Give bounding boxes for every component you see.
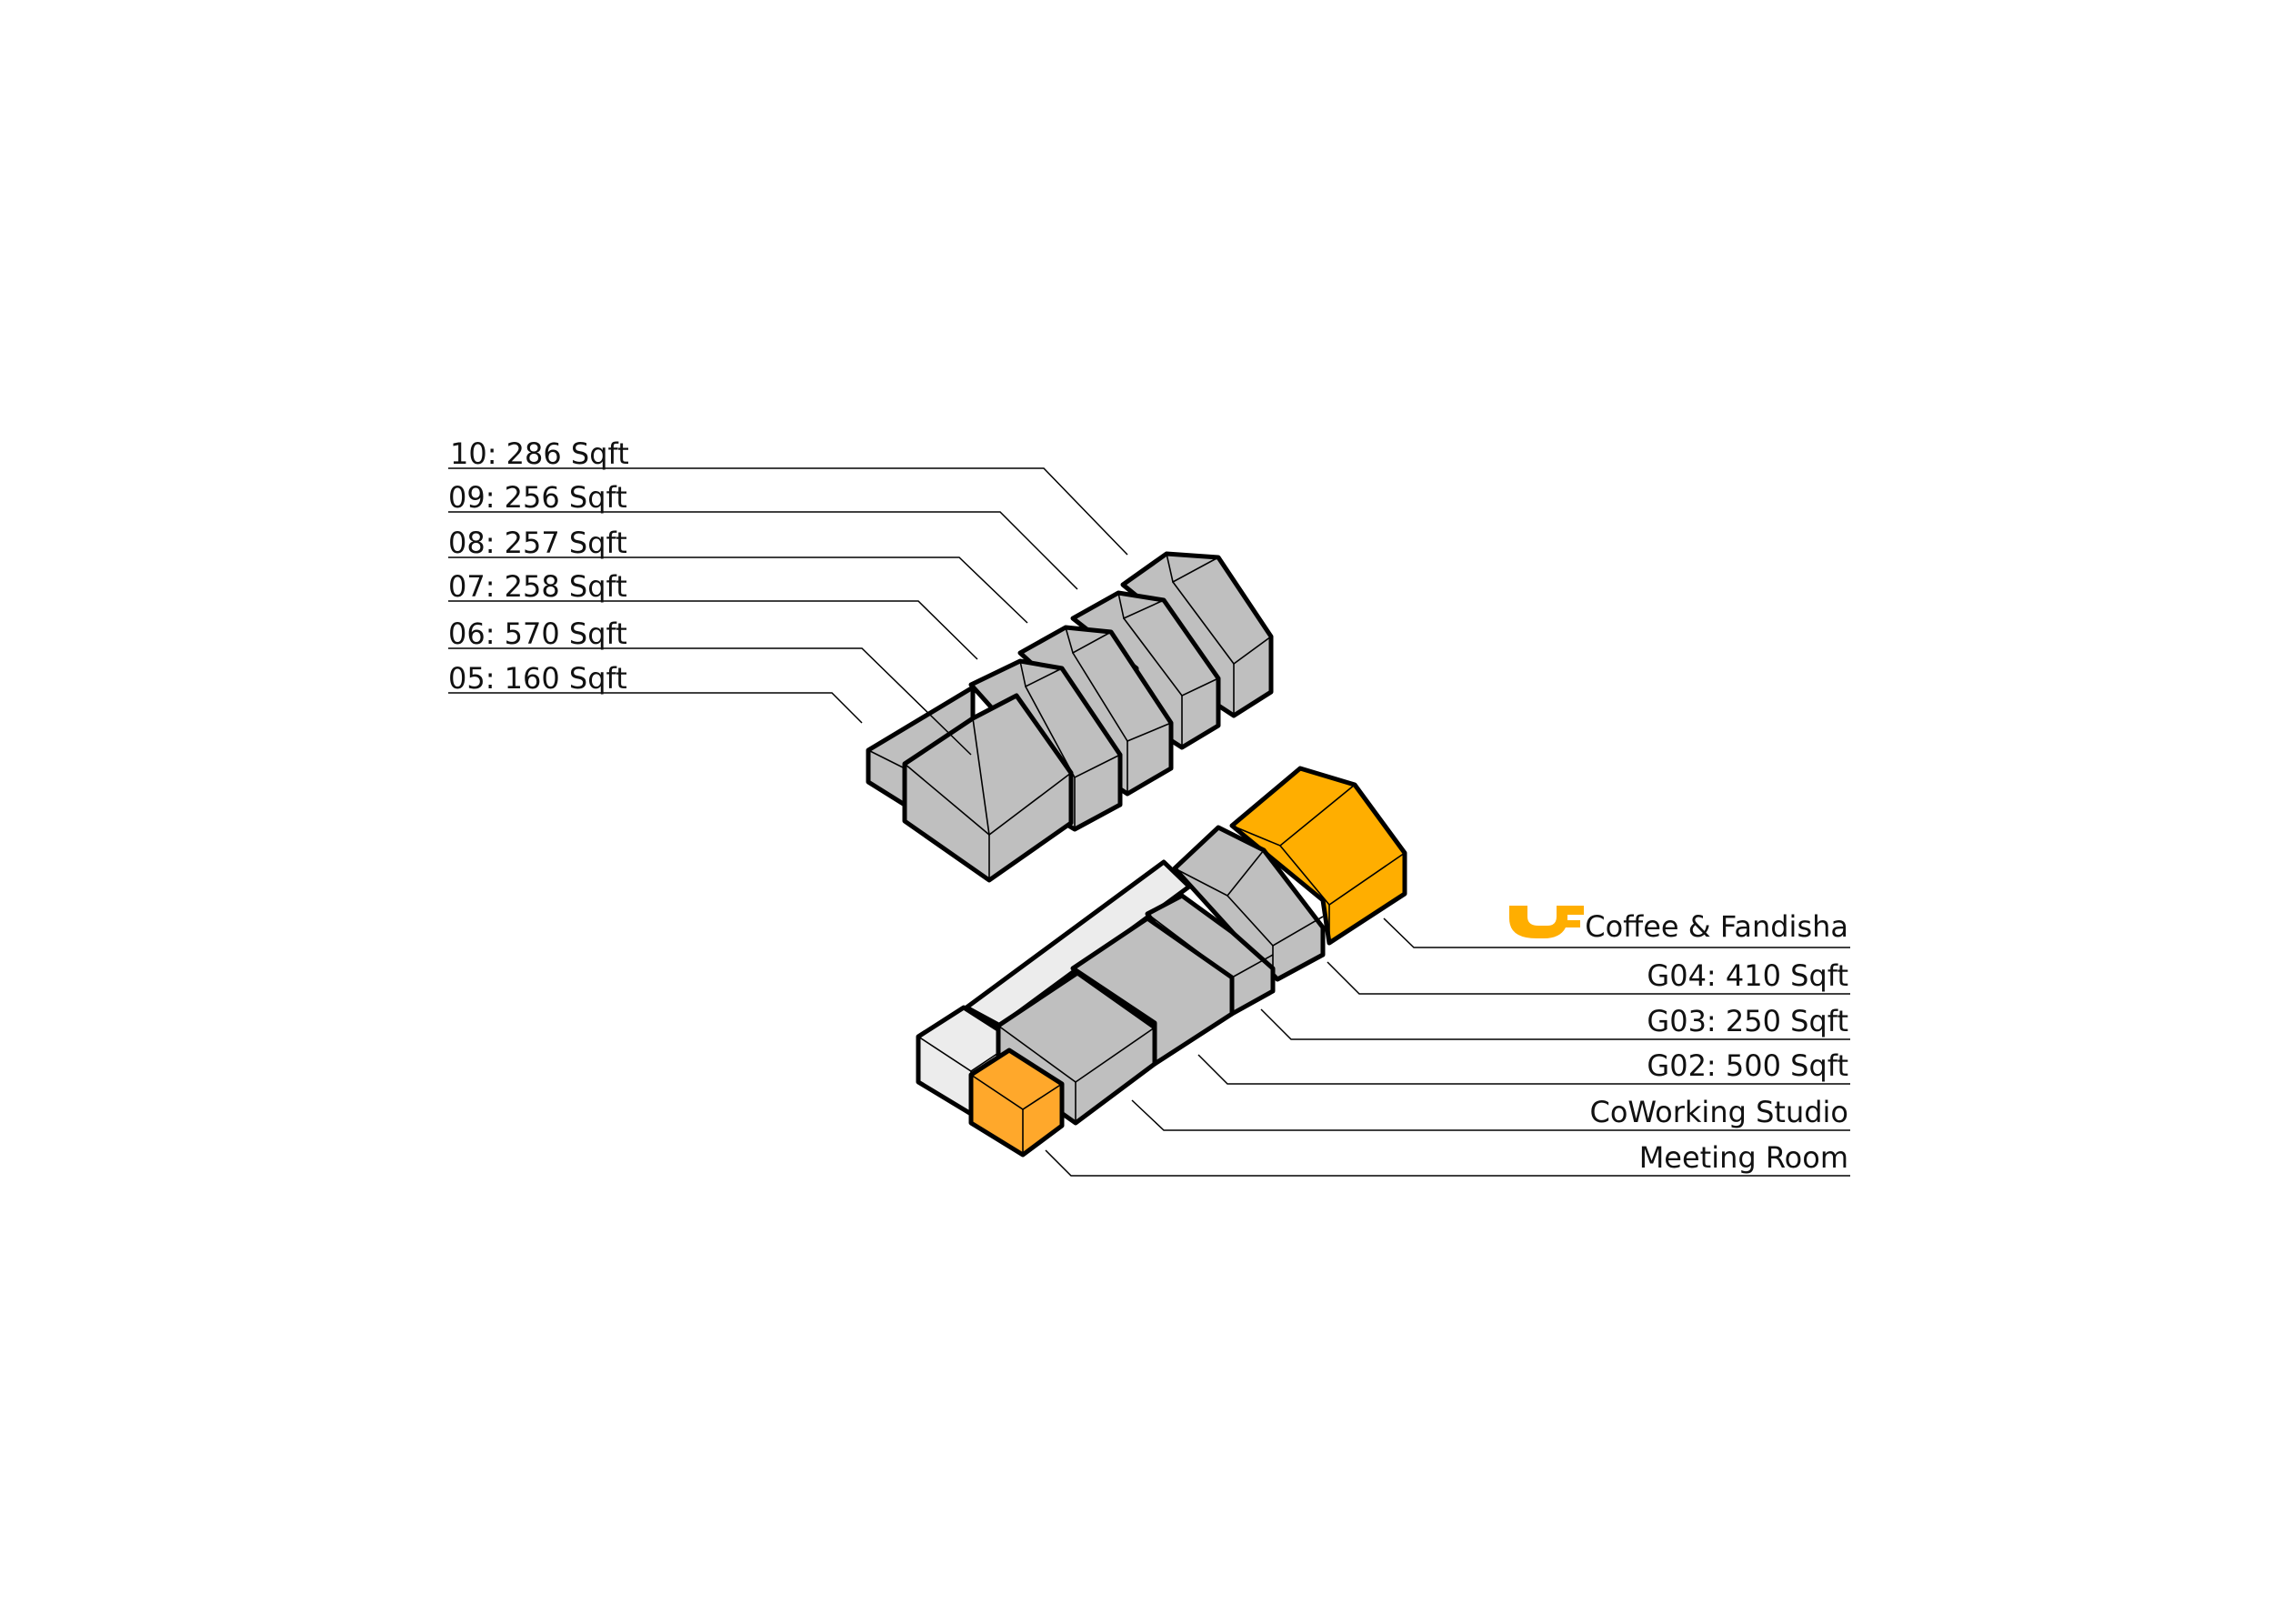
- label-meeting-room: Meeting Room: [1639, 1140, 1848, 1175]
- leader-g04: [1327, 961, 1850, 995]
- label-unit-06: 06: 570 Sqft: [448, 617, 627, 651]
- label-coworking-studio: CoWorking Studio: [1589, 1095, 1848, 1129]
- label-unit-09: 09: 256 Sqft: [448, 480, 627, 515]
- leader-05: [448, 692, 863, 724]
- coffee-fandisha-logo-icon: [1509, 906, 1584, 938]
- label-g04: G04: 410 Sqft: [1647, 958, 1848, 993]
- leader-coffee: [1383, 917, 1850, 948]
- label-unit-10: 10: 286 Sqft: [450, 436, 629, 471]
- lower-leader-lines: [1045, 917, 1850, 1177]
- leader-07: [448, 600, 978, 660]
- upper-labels: 10: 286 Sqft 09: 256 Sqft 08: 257 Sqft 0…: [448, 436, 629, 696]
- label-g02: G02: 500 Sqft: [1647, 1048, 1848, 1083]
- meeting-room-volume: [968, 1048, 1065, 1158]
- label-unit-08: 08: 257 Sqft: [448, 526, 627, 560]
- upper-block-row: [866, 551, 1274, 883]
- leader-coworking: [1131, 1099, 1850, 1131]
- label-g03: G03: 250 Sqft: [1647, 1004, 1848, 1038]
- coffee-fandisha-volume: [1229, 766, 1407, 946]
- label-coffee-fandisha: Coffee & Fandisha: [1585, 909, 1848, 944]
- label-unit-05: 05: 160 Sqft: [448, 661, 627, 696]
- upper-leader-lines: [448, 467, 1128, 756]
- lower-labels: Coffee & Fandisha G04: 410 Sqft G03: 250…: [1509, 906, 1848, 1175]
- leader-10: [448, 467, 1128, 556]
- leader-meeting: [1045, 1149, 1850, 1177]
- leader-g02: [1197, 1054, 1850, 1085]
- leader-06: [448, 647, 972, 756]
- unit-06-volume: [902, 693, 1074, 883]
- lower-block-row: [916, 766, 1407, 1158]
- leader-g03: [1260, 1008, 1850, 1040]
- leader-08: [448, 556, 1028, 624]
- label-unit-07: 07: 258 Sqft: [448, 569, 627, 604]
- leader-09: [448, 511, 1078, 590]
